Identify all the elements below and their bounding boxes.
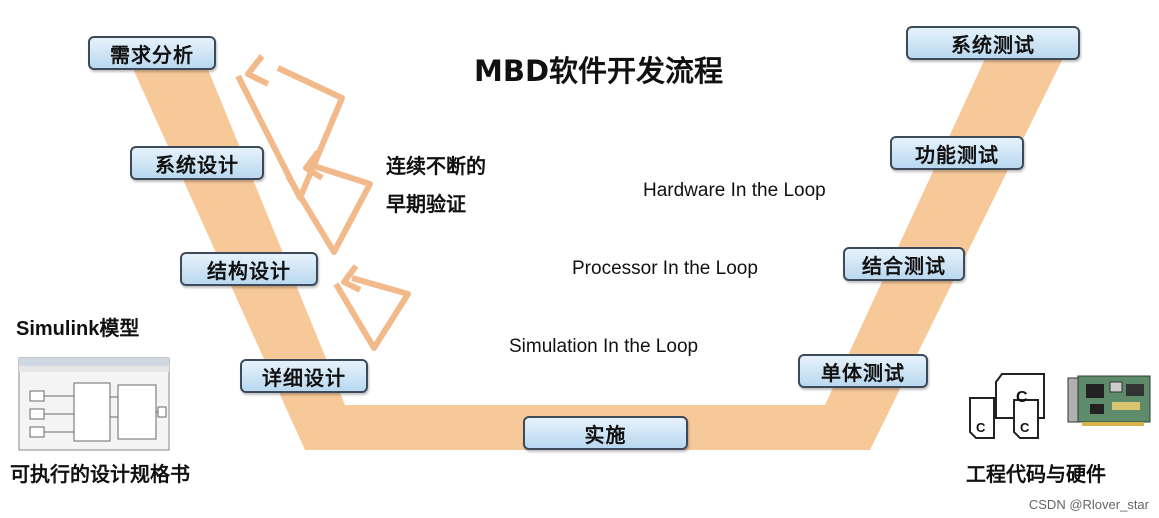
step-detailed-design: 详细设计 [240,359,368,393]
loop-simulation-in-the-loop: Simulation In the Loop [509,336,699,357]
code-files-icon: C C C [969,373,1045,439]
step-architecture-design: 结构设计 [180,252,318,286]
simulink-model-label: Simulink模型 [16,318,140,340]
diagram-title: MBD软件开发流程 [474,54,724,88]
loop-processor-in-the-loop: Processor In the Loop [572,258,758,279]
verification-note-line1: 连续不断的 [386,154,486,178]
c-file-letter-large: C [1016,389,1028,406]
code-hardware-caption: 工程代码与硬件 [966,462,1106,486]
early-verification-arrows [235,54,411,351]
verification-arrow-3 [333,275,411,351]
step-system-design: 系统设计 [130,146,264,180]
step-implementation: 实施 [523,416,688,450]
simulink-model-thumbnail [18,357,170,451]
step-requirements-analysis: 需求分析 [88,36,216,70]
verification-arrow-1 [235,65,345,201]
step-system-test: 系统测试 [906,26,1080,60]
v-shaped-band [130,48,1068,450]
verification-arrow-head-2 [303,150,324,181]
loop-hardware-in-the-loop: Hardware In the Loop [643,180,826,201]
step-unit-test: 单体测试 [798,354,928,388]
hardware-board-icon [1067,375,1151,426]
c-file-letter-small-1: C [976,420,986,435]
c-file-letter-small-2: C [1020,420,1030,435]
verification-arrow-head-1 [245,54,270,87]
watermark: CSDN @Rlover_star [1028,497,1149,512]
executable-spec-caption: 可执行的设计规格书 [10,462,190,486]
step-integration-test: 结合测试 [843,247,965,281]
verification-note-line2: 早期验证 [386,192,466,216]
verification-arrow-head-3 [341,264,362,293]
verification-arrow-2 [285,163,373,255]
step-function-test: 功能测试 [890,136,1024,170]
